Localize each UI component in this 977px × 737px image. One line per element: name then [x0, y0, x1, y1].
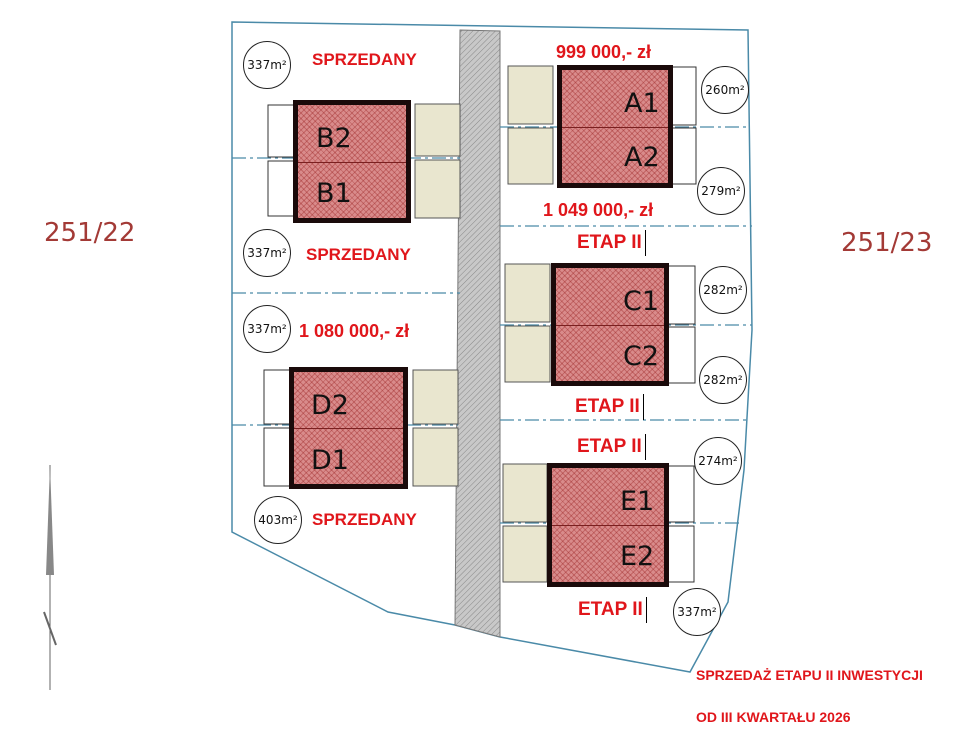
status-b1: SPRZEDANY: [306, 245, 411, 264]
unit-label-b1: B1: [316, 178, 352, 209]
building-b[interactable]: B2 B1: [293, 100, 411, 223]
garden-terraces: [263, 66, 697, 583]
status-d1: SPRZEDANY: [312, 510, 417, 529]
lot-area-e1: 274m²: [694, 437, 742, 485]
parking-spaces: [412, 65, 554, 583]
unit-label-e1: E1: [620, 486, 655, 517]
building-e[interactable]: E1 E2: [547, 463, 669, 587]
access-road: [454, 29, 501, 638]
lot-area-d1: 403m²: [254, 496, 302, 544]
lot-area-a2: 279m²: [697, 167, 745, 215]
lot-area-c2: 282m²: [699, 356, 747, 404]
parcel-number-left: 251/22: [44, 218, 136, 248]
notice-line-1: SPRZEDAŻ ETAPU II INWESTYCJI: [696, 667, 923, 683]
lot-area-d2: 337m²: [243, 305, 291, 353]
lot-area-b2: 337m²: [243, 41, 291, 89]
lot-area-c1: 282m²: [699, 266, 747, 314]
lot-area-e2: 337m²: [673, 588, 721, 636]
unit-label-a1: A1: [624, 88, 660, 119]
price-a2: 1 049 000,- zł: [543, 200, 654, 220]
price-a1: 999 000,- zł: [556, 42, 652, 62]
status-b2: SPRZEDANY: [312, 50, 417, 69]
stage-e2: ETAP II: [578, 597, 647, 623]
unit-label-d2: D2: [311, 390, 349, 421]
unit-label-a2: A2: [624, 142, 660, 173]
price-d2: 1 080 000,- zł: [299, 321, 410, 341]
unit-label-e2: E2: [620, 541, 655, 572]
building-c[interactable]: C1 C2: [551, 263, 669, 386]
stage-c1: ETAP II: [577, 230, 646, 256]
parcel-number-right: 251/23: [841, 228, 933, 258]
north-arrow: [43, 465, 57, 690]
lot-area-a1: 260m²: [701, 66, 749, 114]
building-a[interactable]: A1 A2: [557, 65, 673, 188]
unit-label-c2: C2: [623, 341, 660, 372]
unit-label-c1: C1: [623, 286, 660, 317]
stage-c2: ETAP II: [575, 394, 644, 420]
stage-e1: ETAP II: [577, 434, 646, 460]
building-d[interactable]: D2 D1: [289, 367, 408, 489]
notice-line-2: OD III KWARTAŁU 2026: [696, 709, 851, 725]
unit-label-b2: B2: [316, 123, 352, 154]
lot-area-b1: 337m²: [243, 229, 291, 277]
unit-label-d1: D1: [311, 445, 349, 476]
